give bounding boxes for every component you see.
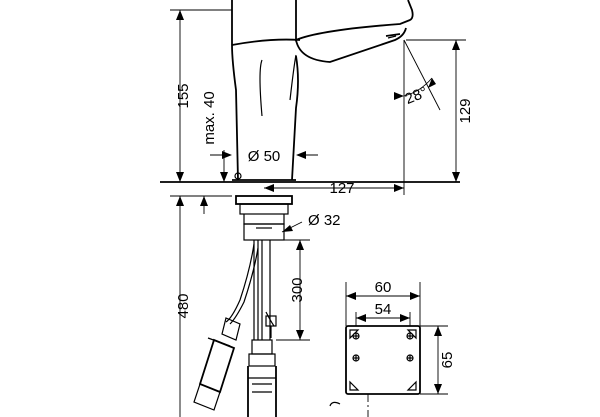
label-angle-28: 28° — [403, 84, 430, 108]
label-127: 127 — [329, 180, 354, 197]
label-diameter-50: Ø 50 — [248, 148, 281, 165]
label-max-40: max. 40 — [201, 91, 218, 144]
label-60: 60 — [375, 279, 392, 296]
control-box — [329, 325, 421, 417]
label-480: 480 — [175, 293, 192, 318]
label-54: 54 — [375, 301, 392, 318]
sensor-dot — [234, 172, 242, 180]
label-65: 65 — [439, 352, 456, 369]
mounting-assembly — [160, 181, 460, 417]
label-129: 129 — [457, 98, 474, 123]
faucet-body — [231, 0, 414, 181]
label-155: 155 — [175, 83, 192, 108]
dimension-labels: 155 max. 40 Ø 50 129 28° 127 Ø 32 300 48… — [175, 83, 474, 368]
dimension-lines — [170, 9, 466, 417]
label-diameter-32: Ø 32 — [308, 212, 341, 229]
label-300: 300 — [289, 277, 306, 302]
